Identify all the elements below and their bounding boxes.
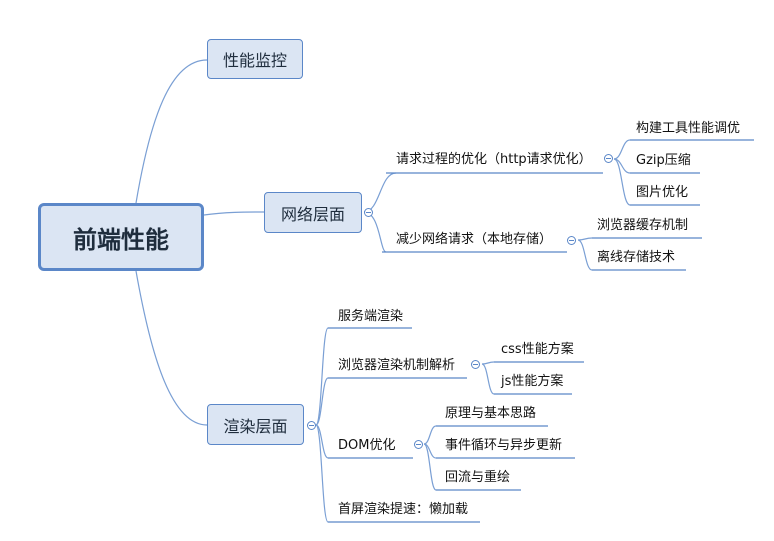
root-topic[interactable]: 前端性能 [38,203,204,271]
topic-lazy-loading[interactable]: 首屏渲染提速：懒加载 [338,502,469,517]
collapse-render-icon[interactable] [307,421,316,430]
topic-event-loop[interactable]: 事件循环与异步更新 [445,438,563,453]
collapse-reduce-icon[interactable] [567,236,576,245]
topic-offline-storage[interactable]: 离线存储技术 [597,250,676,265]
connector-render-ssr [315,327,329,426]
topic-browser-cache[interactable]: 浏览器缓存机制 [597,218,689,233]
topic-browser-render[interactable]: 浏览器渲染机制解析 [338,358,456,373]
connector-browser-css [481,361,495,365]
connector-dom-principle [423,425,437,445]
connector-browser-js [481,363,495,395]
collapse-request-icon[interactable] [604,154,613,163]
topic-dom-optimization[interactable]: DOM优化 [338,438,396,453]
connector-network-request [363,172,397,213]
connector-network-reduce [363,211,387,253]
connector-render-browser [315,377,329,426]
collapse-dom-icon[interactable] [414,440,423,449]
topic-image-optimization[interactable]: 图片优化 [636,185,689,200]
topic-js-performance[interactable]: js性能方案 [501,374,564,389]
connector-render-lazy [315,424,329,523]
connector-reduce-cache [577,237,593,241]
collapse-browser-render-icon[interactable] [471,360,480,369]
topic-request-process[interactable]: 请求过程的优化（http请求优化） [396,152,592,167]
topic-principles[interactable]: 原理与基本思路 [445,406,537,421]
topic-build-tool-tuning[interactable]: 构建工具性能调优 [636,121,741,136]
topic-gzip[interactable]: Gzip压缩 [636,153,691,168]
topic-render-layer[interactable]: 渲染层面 [207,404,304,445]
topic-network-layer[interactable]: 网络层面 [264,192,362,233]
topic-css-performance[interactable]: css性能方案 [501,342,574,357]
topic-reflow-repaint[interactable]: 回流与重绘 [445,470,511,485]
topic-performance-monitoring[interactable]: 性能监控 [207,39,303,79]
connector-reduce-offline [577,239,593,271]
topic-reduce-requests[interactable]: 减少网络请求（本地存储） [396,232,553,247]
connector-root-monitor [135,59,208,204]
connector-request-img [613,158,631,206]
connector-request-build [613,139,631,160]
connector-root-network [203,211,265,216]
connector-root-render [135,270,208,426]
topic-ssr[interactable]: 服务端渲染 [338,309,404,324]
collapse-network-icon[interactable] [364,208,373,217]
connector-dom-reflow [423,443,437,491]
